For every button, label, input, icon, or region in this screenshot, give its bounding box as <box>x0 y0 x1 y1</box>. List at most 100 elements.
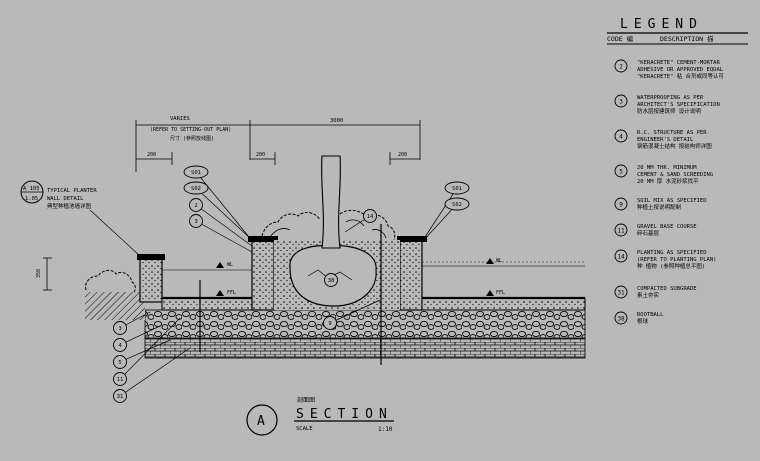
dim-total: 3000 <box>330 118 343 124</box>
scale-label: SCALE <box>296 426 313 432</box>
legend-code-circle <box>614 285 628 299</box>
callout-38-label: 38 <box>328 278 335 284</box>
callout-s01-left: S01 <box>183 165 250 238</box>
callout-14: 14 <box>344 209 377 233</box>
legend-description-line: R.C. STRUCTURE AS PER <box>637 130 707 136</box>
legend-description-line: 20 MM THK. MINIMUM <box>637 165 697 171</box>
callout-2: 2 <box>189 198 253 247</box>
dim-200-left: 200 <box>147 152 156 158</box>
legend-description-header: DESCRIPTION 描 <box>660 34 714 43</box>
section-body <box>85 155 586 365</box>
dim-left-height: 350 <box>36 269 42 278</box>
callout-bottom-11: 11 <box>113 317 181 386</box>
legend-description-line: CEMENT & SAND SCREEDING <box>637 172 713 178</box>
legend-code: 3 <box>619 99 623 106</box>
legend-code-circle <box>614 94 628 108</box>
legend-description-line: 种植土按说明配制 <box>637 203 682 211</box>
callout-s01-left-label: S01 <box>191 170 201 176</box>
legend-code: 11 <box>617 228 625 235</box>
legend-code-circle <box>614 164 628 178</box>
legend-description-line: 20 MM 厚 水泥砂浆找平 <box>637 177 699 185</box>
dim-varies-cn: 尺寸 (参照放线图) <box>170 135 214 142</box>
callout-38: 38 <box>324 273 338 287</box>
callout-3-top: 3 <box>189 214 253 253</box>
callout-s01-right-label: S01 <box>452 186 462 192</box>
callout-s01-right: S01 <box>424 181 470 238</box>
dim-200-right: 200 <box>398 152 407 158</box>
legend-panel: LEGEND CODE 编 DESCRIPTION 描 2 "KERACRETE"… <box>607 17 748 325</box>
plate-note-3: 典型种植池墙详图 <box>47 202 92 210</box>
callout-bottom-31: 31 <box>113 347 191 403</box>
legend-description-line: 根球 <box>637 317 649 325</box>
callout-bottom-3: 3 <box>113 311 151 335</box>
legend-code: 4 <box>619 134 623 141</box>
callout-bottom-5: 5 <box>113 339 171 369</box>
legend-code: 2 <box>619 64 623 71</box>
scale-value: 1:10 <box>378 426 393 433</box>
callout-s02-left-label: S02 <box>191 186 201 192</box>
dim-varies-note: (REFER TO SETTING-OUT PLAN) <box>150 127 231 133</box>
legend-description-line: ARCHITECT'S SPECIFICATION <box>637 102 720 108</box>
level-ffl-right: FFL <box>496 290 505 296</box>
callout-bottom-3-label: 3 <box>118 326 121 332</box>
level-ffl-left: FFL <box>227 290 236 296</box>
plate-note-2: WALL DETAIL <box>47 196 84 202</box>
plate-note-1: TYPICAL PLANTER <box>47 188 97 194</box>
legend-code-circle <box>614 59 628 73</box>
dimension-lines <box>43 120 421 291</box>
legend-description-line: ROOTBALL <box>637 312 664 318</box>
legend-title: LEGEND <box>620 17 703 32</box>
callout-bottom-4: 4 <box>113 325 161 352</box>
legend-description-line: 种 植物 (参照种植总平图) <box>637 262 705 270</box>
plate-sheet-ref: 1.05 <box>25 196 38 202</box>
legend-code: 9 <box>619 202 623 209</box>
dim-varies: VARIES <box>170 116 190 122</box>
callout-9-label: 9 <box>328 321 331 327</box>
plate-detail-ref: A 105 <box>23 186 40 192</box>
dim-200-mid: 200 <box>256 152 265 158</box>
callout-bottom-11-label: 11 <box>117 377 124 383</box>
legend-description-line: COMPACTED SUBGRADE <box>637 286 697 292</box>
legend-code-circle <box>614 311 628 325</box>
legend-description-line: 碎石基层 <box>637 229 660 237</box>
legend-description-line: (REFER TO PLANTING PLAN) <box>637 257 716 263</box>
legend-code-circle <box>614 197 628 211</box>
level-wl-left: WL <box>227 262 233 268</box>
legend-code-circle <box>614 223 628 237</box>
legend-description-line: 钢筋混凝土结构 按结构师详图 <box>637 142 712 150</box>
legend-description-line: 素土夯实 <box>637 291 660 299</box>
callout-bottom-4-label: 4 <box>118 343 122 349</box>
legend-code: 5 <box>619 169 623 176</box>
legend-code-circle <box>614 129 628 143</box>
legend-description-line: GRAVEL BASE COURSE <box>637 224 697 230</box>
callout-s02-right: S02 <box>421 197 470 243</box>
plate-reference: A 105 1.05 TYPICAL PLANTER WALL DETAIL 典… <box>20 180 141 257</box>
legend-description-line: SOIL MIX AS SPECIFIED <box>637 198 707 204</box>
title-block: A 剖面图 SECTION SCALE 1:10 <box>246 396 394 436</box>
callout-3-top-label: 3 <box>194 219 197 225</box>
callout-9: 9 <box>323 299 381 330</box>
callout-bottom-31-label: 31 <box>117 394 124 400</box>
legend-code-header: CODE 编 <box>607 34 634 43</box>
callout-s02-left: S02 <box>183 181 253 241</box>
level-wl-right: WL <box>496 258 502 264</box>
callout-s02-right-label: S02 <box>452 202 462 208</box>
legend-description-line: WATERPROOFING AS PER <box>637 95 704 101</box>
legend-code: 31 <box>617 290 625 297</box>
callout-14-label: 14 <box>367 214 374 220</box>
legend-description-line: "KERACRETE" CEMENT-MORTAR <box>637 60 720 66</box>
legend-description-line: "KERACRETE" 粘 合剂或同等认可 <box>637 72 725 80</box>
legend-description-line: ENGINEER'S DETAIL <box>637 137 694 143</box>
legend-code: 14 <box>617 254 625 261</box>
